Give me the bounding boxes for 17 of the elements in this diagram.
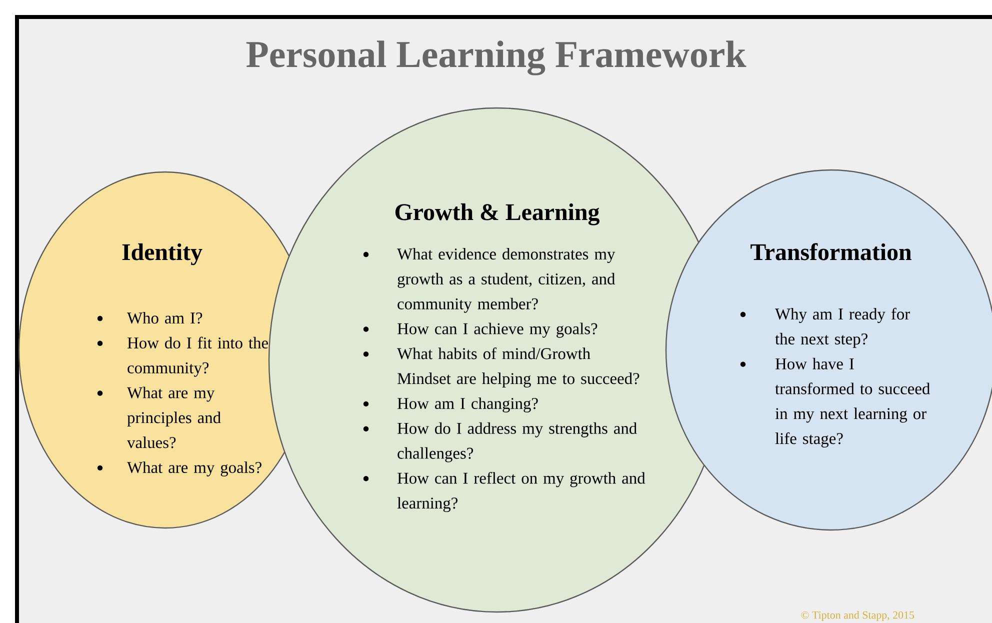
- node-label: Who am I?: [127, 312, 202, 324]
- title: Personal Learning Framework: [246, 40, 746, 76]
- node-label: How do I fit into the community?: [127, 336, 268, 377]
- node-label: What are my goals?: [127, 461, 262, 476]
- node-label: How do I address my strengths and challenges?: [397, 422, 637, 462]
- node-label: How have I transformed to succeed in my next learning or life stage?: [775, 358, 930, 448]
- node-label: What evidence demonstrates my growth as a student, citizen, and community member?: [397, 248, 616, 313]
- node-label: What habits of mind/Growth Mindset are helping me to succeed?: [397, 347, 640, 388]
- heading: Identity: [122, 243, 202, 266]
- heading: Transformation: [750, 243, 912, 260]
- node-label: How am I changing?: [397, 397, 538, 412]
- node-label: How can I reflect on my growth and learning?: [397, 472, 646, 512]
- node-label: Why am I ready for the next step?: [775, 308, 910, 348]
- node-label: What are my principles and values?: [127, 386, 221, 448]
- node-label: How can I achieve my goals?: [397, 322, 598, 338]
- heading: Growth & Learning: [395, 203, 600, 226]
- copyright-note: © Tipton and Stapp, 2015: [801, 611, 914, 621]
